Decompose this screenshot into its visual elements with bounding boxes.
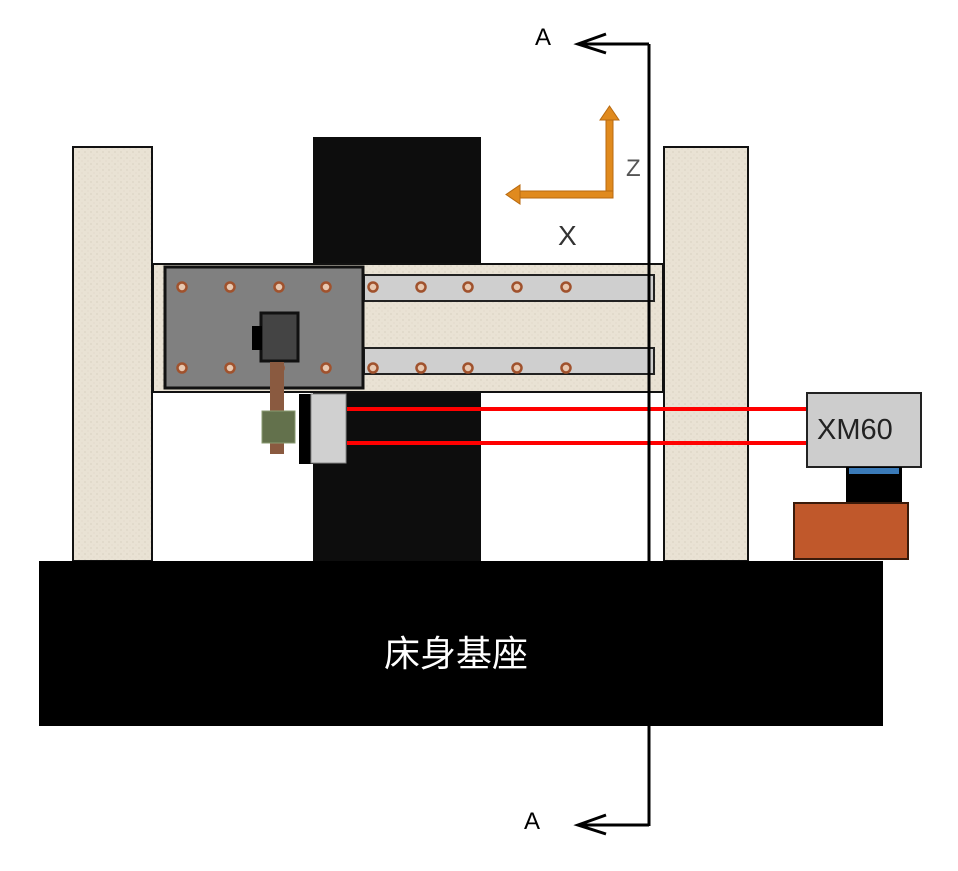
arrowhead-top [573, 32, 607, 55]
coordinate-axes [505, 105, 620, 205]
section-label-top: A [535, 24, 552, 51]
x-axis-label: X [558, 220, 577, 251]
bolt-hole [367, 281, 379, 293]
spindle-block [259, 311, 300, 363]
bolt-hole [320, 281, 332, 293]
bolt-hole [176, 281, 188, 293]
bolt-hole [415, 362, 427, 374]
bolt-hole [320, 362, 332, 374]
lower-rail [363, 347, 655, 375]
bolt-hole [560, 281, 572, 293]
bolt-holes [176, 281, 572, 374]
bolt-hole [176, 362, 188, 374]
reflector [310, 393, 347, 464]
laser-mount-strip [849, 468, 899, 474]
arrowhead-bottom [573, 813, 607, 836]
bolt-hole [224, 362, 236, 374]
bolt-hole [462, 281, 474, 293]
base-label: 床身基座 [384, 634, 529, 675]
tripod-base [793, 502, 909, 560]
bolt-hole [415, 281, 427, 293]
right-column [663, 146, 749, 562]
z-axis-label: Z [626, 155, 641, 182]
section-label-bottom: A [524, 808, 541, 835]
reflector-mount [299, 394, 313, 464]
laser-unit [806, 392, 922, 468]
bolt-hole [367, 362, 379, 374]
bolt-hole [273, 281, 285, 293]
tool-holder [261, 410, 296, 444]
bolt-hole [511, 362, 523, 374]
upper-rail [363, 274, 655, 302]
laser-unit-label: XM60 [817, 414, 893, 446]
bolt-hole [224, 281, 236, 293]
bolt-hole [560, 362, 572, 374]
left-column [72, 146, 153, 562]
bolt-hole [462, 362, 474, 374]
spindle-side [252, 326, 262, 350]
bolt-hole [511, 281, 523, 293]
machine-base [39, 561, 883, 726]
